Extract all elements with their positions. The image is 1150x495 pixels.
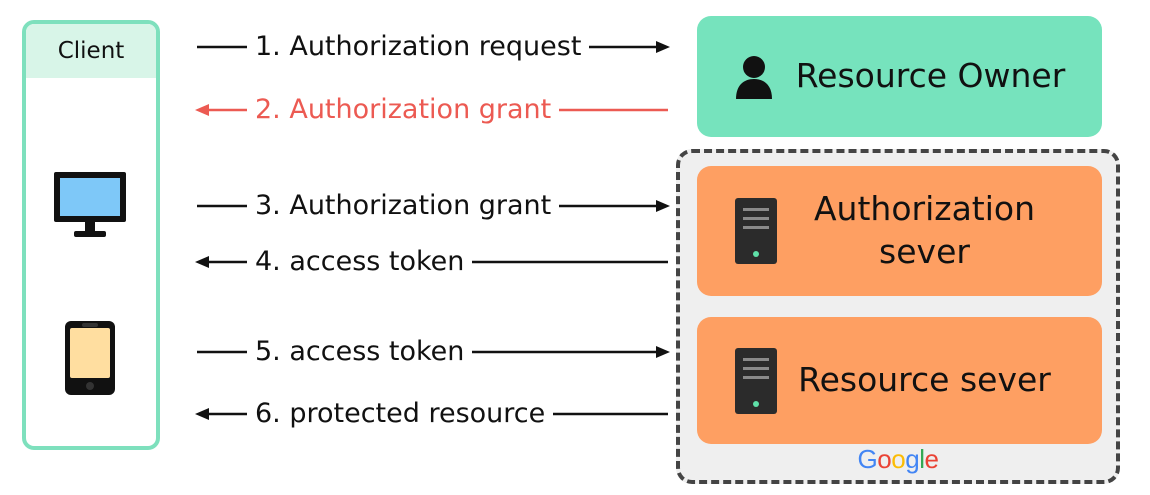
phone-icon — [65, 321, 115, 395]
flow-label-2: 2. Authorization grant — [247, 95, 560, 125]
flow-label-3: 3. Authorization grant — [247, 191, 560, 221]
google-logo: Google — [676, 444, 1120, 475]
google-logo-letter: G — [857, 444, 878, 474]
arrow-head — [656, 346, 670, 358]
google-logo-letter: l — [919, 444, 925, 474]
authorization-server-label-line2: sever — [879, 232, 970, 271]
arrow-head — [656, 200, 670, 212]
resource-server-label: Resource sever — [798, 360, 1051, 400]
monitor-icon — [54, 172, 126, 237]
client-title: Client — [26, 24, 156, 78]
authorization-server-label-line1: Authorization — [813, 189, 1036, 229]
flow-arrow-2: 2. Authorization grant — [195, 95, 670, 125]
google-logo-letter: e — [924, 444, 939, 474]
resource-owner-label: Resource Owner — [795, 56, 1066, 96]
authorization-server-box: Authorization sever — [697, 166, 1102, 296]
google-logo-letter: o — [891, 444, 906, 474]
google-logo-letter: o — [877, 444, 892, 474]
resource-server-box: Resource sever — [697, 317, 1102, 444]
arrow-head — [195, 256, 209, 268]
flow-label-6: 6. protected resource — [247, 399, 554, 429]
authorization-server-label: Authorization sever — [777, 188, 1072, 274]
arrow-head — [656, 41, 670, 53]
server-icon — [735, 198, 777, 264]
google-logo-letter: g — [905, 444, 920, 474]
flow-label-4: 4. access token — [247, 247, 473, 277]
flow-arrow-3: 3. Authorization grant — [195, 191, 670, 221]
flow-label-5: 5. access token — [247, 337, 473, 367]
flow-arrow-6: 6. protected resource — [195, 399, 670, 429]
flow-arrow-5: 5. access token — [195, 337, 670, 367]
server-icon — [735, 347, 777, 414]
flow-arrow-1: 1. Authorization request — [195, 32, 670, 62]
arrow-head — [195, 104, 209, 116]
person-icon — [735, 55, 772, 99]
flow-label-1: 1. Authorization request — [247, 32, 590, 62]
arrow-head — [195, 408, 209, 420]
flow-arrow-4: 4. access token — [195, 247, 670, 277]
resource-owner-box: Resource Owner — [697, 16, 1102, 137]
